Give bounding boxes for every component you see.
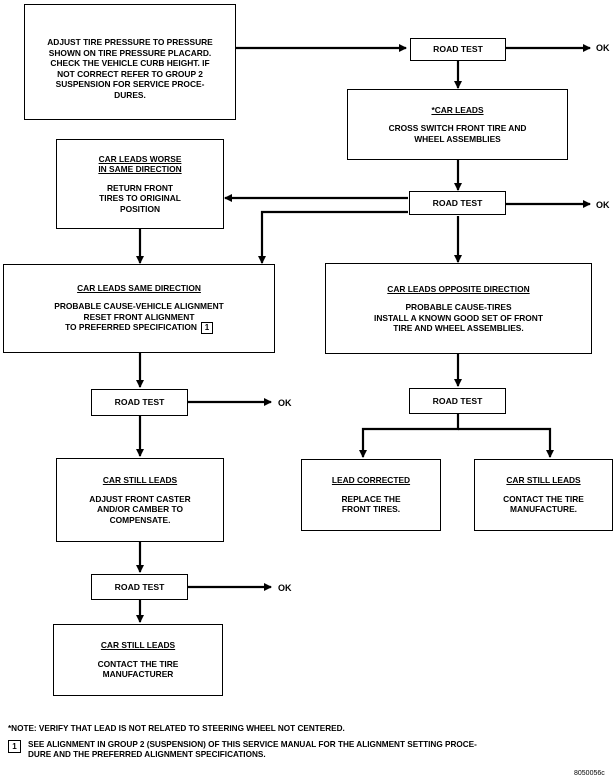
adjust-line-4: NOT CORRECT REFER TO GROUP 2 — [57, 68, 203, 79]
same-direction-line-2: RESET FRONT ALIGNMENT — [83, 311, 195, 322]
adjust-line-6: DURES. — [114, 89, 146, 100]
final-line-1: CONTACT THE TIRE — [97, 658, 179, 669]
caster-line-2: AND/OR CAMBER TO — [97, 504, 183, 514]
road-test-2: ROAD TEST — [409, 191, 506, 215]
adjust-line-3: CHECK THE VEHICLE CURB HEIGHT. IF — [50, 58, 210, 68]
ok-2: OK — [596, 200, 610, 210]
still-leads-final-box: CAR STILL LEADS CONTACT THE TIRE MANUFAC… — [53, 624, 223, 696]
same-direction-title: CAR LEADS SAME DIRECTION — [77, 282, 201, 293]
ok-1: OK — [596, 43, 610, 53]
still-leads-right-line-1: CONTACT THE TIRE — [503, 493, 584, 504]
lead-corrected-line-1: REPLACE THE — [341, 493, 401, 504]
same-direction-line-1: PROBABLE CAUSE-VEHICLE ALIGNMENT — [54, 301, 224, 312]
final-line-2: MANUFACTURER — [102, 669, 174, 680]
opposite-direction-line-3: TIRE AND WHEEL ASSEMBLIES. — [393, 323, 524, 333]
road-test-3-label: ROAD TEST — [114, 397, 165, 408]
car-leads-box: *CAR LEADS CROSS SWITCH FRONT TIRE AND W… — [347, 89, 568, 160]
lead-corrected-line-2: FRONT TIRES. — [341, 504, 401, 515]
road-test-1-label: ROAD TEST — [433, 44, 483, 55]
same-direction-box: CAR LEADS SAME DIRECTION PROBABLE CAUSE-… — [3, 264, 275, 353]
ok-4: OK — [278, 583, 292, 593]
arrow-roadtest2-to-samedirection — [258, 210, 408, 264]
note-alignment: SEE ALIGNMENT IN GROUP 2 (SUSPENSION) OF… — [28, 740, 477, 760]
car-leads-title: *CAR LEADS — [431, 104, 484, 115]
adjust-pressure-box: ADJUST TIRE PRESSURE TO PRESSURE SHOWN O… — [24, 4, 236, 120]
arrow-roadtest5-split-right — [458, 427, 554, 458]
note-lead-steering: *NOTE: VERIFY THAT LEAD IS NOT RELATED T… — [8, 724, 345, 733]
caster-line-3: COMPENSATE. — [109, 514, 171, 525]
leads-worse-box: CAR LEADS WORSE IN SAME DIRECTION RETURN… — [56, 139, 224, 229]
same-direction-line-3: TO PREFERRED SPECIFICATION — [65, 322, 197, 333]
leads-worse-line-3: POSITION — [119, 203, 161, 214]
road-test-4: ROAD TEST — [91, 574, 188, 600]
leads-worse-title-2: IN SAME DIRECTION — [98, 164, 182, 175]
leads-worse-line-2: TIRES TO ORIGINAL — [99, 193, 181, 204]
still-leads-right-box: CAR STILL LEADS CONTACT THE TIRE MANUFAC… — [474, 459, 613, 531]
road-test-4-label: ROAD TEST — [114, 581, 165, 592]
caster-title: CAR STILL LEADS — [102, 475, 178, 485]
road-test-2-label: ROAD TEST — [432, 197, 483, 208]
still-leads-right-title: CAR STILL LEADS — [506, 475, 581, 486]
arrow-roadtest5-split — [359, 414, 460, 458]
adjust-line-2: SHOWN ON TIRE PRESSURE PLACARD. — [48, 47, 212, 58]
adjust-line-1: ADJUST TIRE PRESSURE TO PRESSURE — [47, 37, 213, 47]
road-test-5: ROAD TEST — [409, 388, 506, 414]
opposite-direction-title: CAR LEADS OPPOSITE DIRECTION — [387, 283, 530, 294]
final-title: CAR STILL LEADS — [100, 640, 176, 651]
note-alignment-line-1: SEE ALIGNMENT IN GROUP 2 (SUSPENSION) OF… — [28, 740, 477, 749]
still-leads-caster-box: CAR STILL LEADS ADJUST FRONT CASTER AND/… — [56, 458, 224, 542]
road-test-5-label: ROAD TEST — [432, 395, 483, 406]
leads-worse-line-1: RETURN FRONT — [106, 182, 174, 193]
ok-3: OK — [278, 398, 292, 408]
opposite-direction-box: CAR LEADS OPPOSITE DIRECTION PROBABLE CA… — [325, 263, 592, 354]
car-leads-line-1: CROSS SWITCH FRONT TIRE AND — [388, 123, 527, 134]
leads-worse-title-1: CAR LEADS WORSE — [98, 153, 182, 164]
adjust-line-5: SUSPENSION FOR SERVICE PROCE- — [55, 79, 205, 89]
road-test-3: ROAD TEST — [91, 389, 188, 416]
note-alignment-line-2: DURE AND THE PREFERRED ALIGNMENT SPECIFI… — [28, 750, 266, 759]
lead-corrected-box: LEAD CORRECTED REPLACE THE FRONT TIRES. — [301, 459, 441, 531]
road-test-1: ROAD TEST — [410, 38, 506, 61]
opposite-direction-line-2: INSTALL A KNOWN GOOD SET OF FRONT — [374, 312, 543, 323]
figure-id: 8050056c — [574, 770, 605, 777]
note-reference-1-marker: 1 — [8, 740, 21, 753]
reference-1-marker: 1 — [200, 322, 213, 335]
car-leads-line-2: WHEEL ASSEMBLIES — [414, 133, 501, 144]
caster-line-1: ADJUST FRONT CASTER — [89, 493, 191, 504]
lead-corrected-title: LEAD CORRECTED — [331, 475, 411, 486]
still-leads-right-line-2: MANUFACTURE. — [510, 504, 577, 515]
opposite-direction-line-1: PROBABLE CAUSE-TIRES — [405, 302, 512, 312]
